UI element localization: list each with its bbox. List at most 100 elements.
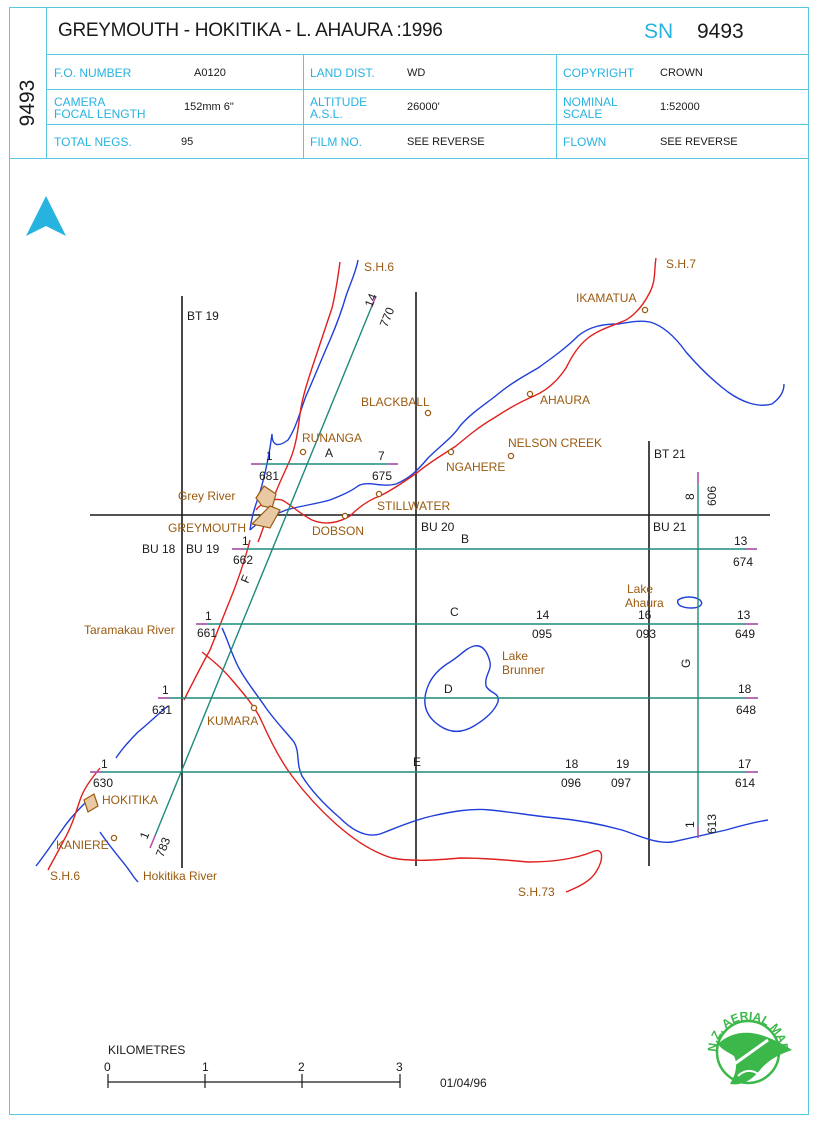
nz-aerial-mapping-logo: N.Z. AERIAL MAPPING LTD. — [0, 0, 792, 1085]
town-marker-kumara — [250, 704, 258, 712]
photo-number: 681 — [259, 469, 279, 483]
label-ahaura: AHAURA — [540, 393, 590, 407]
flown-value: SEE REVERSE — [660, 136, 738, 148]
town-marker-stillwater — [375, 490, 383, 498]
scale-value: 1:52000 — [660, 101, 700, 113]
north-arrow: N — [26, 196, 66, 243]
label-lake-ahaura-line2: Ahaura — [625, 596, 664, 610]
label-blackball: BLACKBALL — [361, 395, 430, 409]
photo-number: 1 — [242, 534, 249, 548]
photo-number: 14 — [536, 608, 550, 622]
header-column-divider — [556, 54, 557, 159]
flight-line-cap — [370, 295, 377, 309]
header-divider — [47, 89, 809, 90]
label-hokitika-river: Hokitika River — [143, 869, 217, 883]
photo-numbers: 1 681 7 675 1 662 13 674 1 661 14 095 16… — [93, 291, 756, 859]
land-dist-label: LAND DIST. — [310, 66, 375, 80]
grid-label-bu19: BU 19 — [186, 542, 220, 556]
altitude-value: 26000' — [407, 101, 440, 113]
label-nelson-creek: NELSON CREEK — [508, 436, 602, 450]
north-arrow-icon — [26, 196, 66, 236]
lakes — [424, 596, 703, 732]
altitude-label-line2: A.S.L. — [310, 107, 343, 121]
town-areas — [83, 485, 281, 813]
film-no-value: SEE REVERSE — [407, 136, 485, 148]
photo-number: 097 — [611, 776, 631, 790]
sn-label: SN — [644, 20, 674, 43]
side-number-cell: 9493 — [9, 7, 47, 159]
camera-value: 152mm 6" — [184, 101, 234, 113]
photo-number: 631 — [152, 703, 172, 717]
photo-number: 7 — [378, 449, 385, 463]
grid-label-bu20: BU 20 — [421, 520, 455, 534]
town-marker-blackball — [424, 409, 432, 417]
scale-bar: KILOMETRES 0 1 2 3 01/04/96 — [104, 1043, 487, 1090]
photo-number: 662 — [233, 553, 253, 567]
run-letter-f: F — [238, 573, 254, 585]
hokitika-river — [99, 831, 139, 883]
photo-number: 648 — [736, 703, 756, 717]
run-letter-d: D — [444, 682, 453, 696]
copyright-label: COPYRIGHT — [563, 66, 635, 80]
grey-river-upper — [249, 259, 359, 531]
sheet-frame — [9, 7, 809, 1115]
photo-number: 1 — [266, 449, 273, 463]
photo-number: 095 — [532, 627, 552, 641]
place-labels: S.H.6 S.H.7 IKAMATUA AHAURA BLACKBALL NE… — [50, 257, 696, 899]
roads — [47, 257, 657, 893]
coast-road — [183, 539, 251, 701]
photo-number: 093 — [636, 627, 656, 641]
photo-number: 649 — [735, 627, 755, 641]
label-taramakau-river: Taramakau River — [84, 623, 175, 637]
flight-date: 01/04/96 — [440, 1076, 487, 1090]
photo-number: 8 — [683, 493, 697, 500]
photo-number: 675 — [372, 469, 392, 483]
photo-number: 783 — [153, 835, 174, 859]
photo-number: 1 — [137, 829, 153, 841]
run-letter-e: E — [413, 755, 421, 769]
photo-number: 1 — [205, 609, 212, 623]
photo-number: 19 — [616, 757, 630, 771]
grid-label-bu21: BU 21 — [653, 520, 687, 534]
label-sh7: S.H.7 — [666, 257, 696, 271]
flown-label: FLOWN — [563, 135, 607, 149]
taramakau-river — [221, 627, 769, 844]
label-runanga: RUNANGA — [302, 431, 362, 445]
camera-label-line1: CAMERA — [54, 95, 106, 109]
photo-number: 1 — [162, 683, 169, 697]
total-negs-value: 95 — [181, 136, 194, 148]
logo-wing-icon — [737, 1070, 763, 1079]
flight-line-f — [149, 295, 377, 849]
scale-label-line2: SCALE — [563, 107, 603, 121]
photo-number: 18 — [738, 682, 752, 696]
header-divider — [47, 124, 809, 125]
photo-number: 1 — [101, 757, 108, 771]
river-coast-hokitika — [35, 797, 91, 867]
scale-tick-label: 0 — [104, 1060, 111, 1074]
label-lake-brunner-line2: Brunner — [502, 663, 545, 677]
run-letters: A B C D E F G — [238, 446, 693, 769]
label-sh6-south: S.H.6 — [50, 869, 80, 883]
label-sh6-north: S.H.6 — [364, 260, 394, 274]
state-highway-73 — [201, 651, 603, 893]
town-marker-ngahere — [447, 448, 455, 456]
photo-number: 1 — [683, 821, 697, 828]
logo-map-icon — [718, 1032, 792, 1085]
header-divider — [47, 54, 809, 55]
grid-labels: BT 19 BT 21 BU 18 BU 19 BU 20 BU 21 — [142, 309, 687, 556]
run-letter-c: C — [450, 605, 459, 619]
header-table — [9, 7, 809, 159]
grey-river-main — [249, 320, 785, 531]
copyright-value: CROWN — [660, 67, 703, 79]
label-lake-ahaura-line1: Lake — [627, 582, 653, 596]
fo-number-value: A0120 — [194, 67, 226, 79]
photo-number: 16 — [638, 608, 652, 622]
photo-number: 17 — [738, 757, 752, 771]
state-highway-6-south — [47, 767, 101, 871]
photo-number: 613 — [705, 814, 719, 834]
river-coast-fragment — [115, 705, 169, 759]
grid-label-bu18: BU 18 — [142, 542, 176, 556]
grid-label-bt19: BT 19 — [187, 309, 219, 323]
town-marker-dobson — [341, 512, 349, 520]
logo-plane-icon — [725, 1038, 769, 1072]
